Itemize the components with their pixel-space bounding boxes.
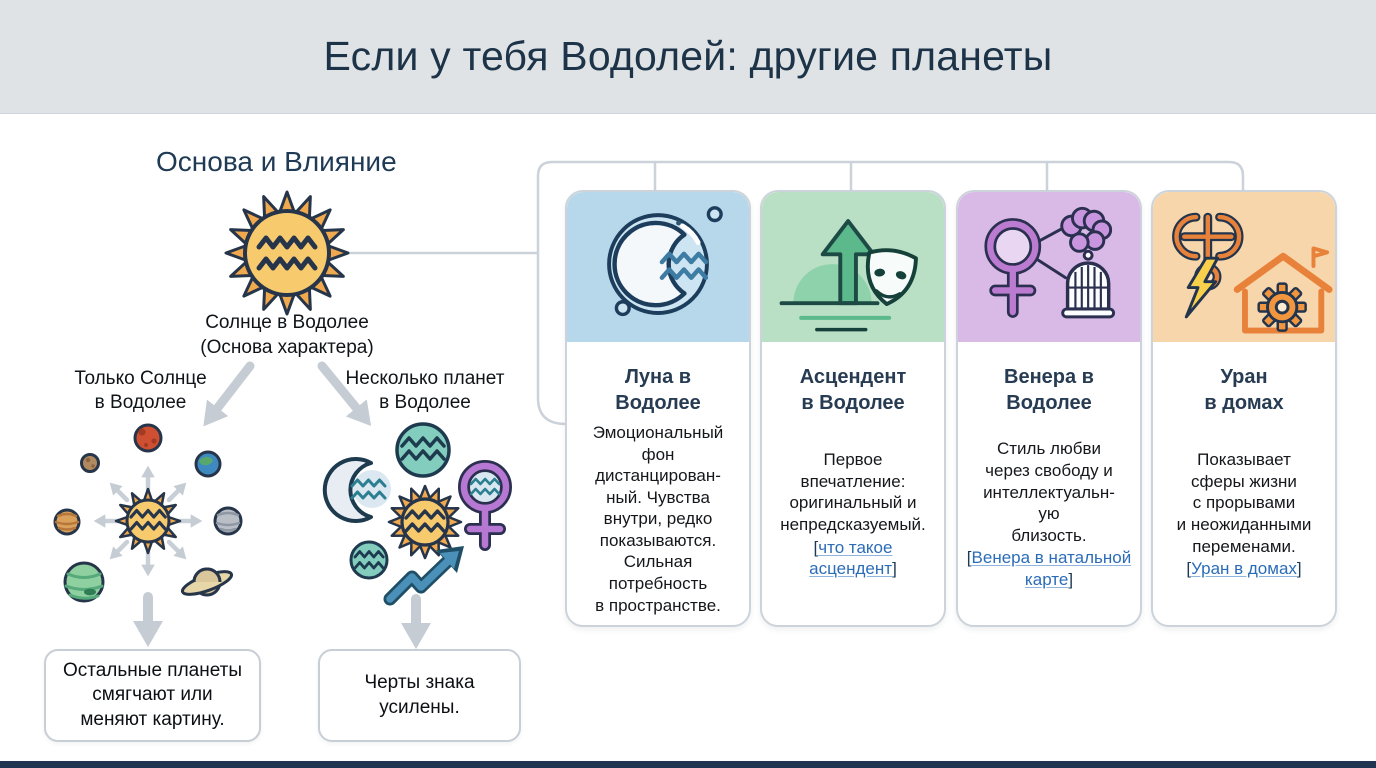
venus-aquarius-icon [458, 460, 512, 551]
radial-arrows [93, 465, 203, 577]
card-title: Асцендент в Водолее [799, 366, 907, 414]
bracket-close: ] [1068, 569, 1074, 589]
card-body: Эмоциональный фон дистанцирован- ный. Чу… [567, 416, 749, 625]
result-box-left-text: Остальные планеты смягчают или меняют ка… [62, 660, 243, 730]
bracket-open: [ [966, 548, 972, 568]
card-link-row: [что такое асцендент] [770, 537, 936, 580]
card-venus-header [958, 192, 1140, 342]
growth-arrow-icon [383, 546, 464, 606]
card-title: Луна в Водолее [615, 366, 701, 414]
card-uranus: Уран в домах Показывает сферы жизни с пр… [1151, 190, 1337, 627]
bracket-close: ] [892, 559, 897, 579]
gear-icon [1257, 282, 1307, 332]
cage-icon [1061, 249, 1116, 319]
card-body-text: Показывает сферы жизни с прорывами и нео… [1176, 450, 1312, 556]
earth-planet [194, 450, 222, 478]
moon-aquarius-icon [607, 206, 723, 317]
card-moon: Луна в Водолее Эмоциональный фон дистанц… [565, 190, 751, 627]
sun-aquarius-mid-icon [387, 484, 463, 560]
card-body-text: Эмоциональный фон дистанцирован- ный. Чу… [592, 423, 724, 615]
header-bar: Если у тебя Водолей: другие планеты [0, 0, 1376, 114]
card-venus: Венера в Водолее Стиль любви через свобо… [956, 190, 1142, 627]
gray-moon-planet [213, 506, 243, 536]
card-body: Первое впечатление: оригинальный и непре… [762, 416, 944, 625]
card-link-row: [Уран в домах] [1186, 558, 1301, 580]
solo-sun-illustration [53, 423, 243, 647]
saturn-planet [180, 567, 234, 597]
sun-aquarius-icon [224, 190, 350, 316]
card-body-text: Стиль любви через свободу и интеллектуал… [983, 439, 1115, 545]
page-title: Если у тебя Водолей: другие планеты [323, 33, 1053, 79]
card-moon-header [567, 192, 749, 342]
result-box-left: Остальные планеты смягчают или меняют ка… [44, 649, 261, 742]
ascendant-info-link[interactable]: что такое асцендент [809, 537, 893, 579]
card-ascendant: Асцендент в Водолее Первое впечатление: … [760, 190, 946, 627]
mini-sun-aquarius-icon [114, 487, 182, 555]
uranus-houses-link[interactable]: Уран в домах [1191, 559, 1297, 579]
card-body: Показывает сферы жизни с прорывами и нео… [1153, 416, 1335, 625]
card-title: Венера в Водолее [1004, 366, 1094, 414]
mercury-planet [80, 453, 100, 473]
aquarius-circle-small-icon [349, 540, 389, 580]
result-box-right-text: Черты знака усилены. [364, 672, 475, 718]
uranus-lightning-house-icon [1172, 212, 1333, 334]
result-box-right: Черты знака усилены. [318, 649, 521, 742]
card-uranus-header [1153, 192, 1335, 342]
card-link-row: [Венера в натальной карте] [966, 547, 1132, 590]
venus-brain-cage-icon [984, 206, 1116, 319]
ascendant-arrow-mask-icon [779, 219, 918, 332]
branch-right-label: Несколько планет в Водолее [345, 368, 505, 414]
branch-left-label: Только Солнце в Водолее [74, 368, 207, 414]
sun-caption: Солнце в Водолее (Основа характера) [200, 312, 374, 358]
bracket-close: ] [1296, 559, 1302, 579]
card-body: Стиль любви через свободу и интеллектуал… [958, 416, 1140, 625]
mars-planet [133, 423, 163, 453]
brain-icon [1060, 206, 1113, 253]
bracket-open: [ [1186, 559, 1192, 579]
aquarius-circle-icon [395, 422, 451, 478]
striped-planet [53, 508, 81, 536]
moon-aquarius-mini-icon [322, 457, 391, 523]
venus-natal-chart-link[interactable]: Венера в натальной карте [971, 548, 1132, 589]
card-body-text: Первое впечатление: оригинальный и непре… [780, 450, 926, 534]
multi-planet-illustration [322, 422, 512, 649]
card-ascendant-header [762, 192, 944, 342]
footer-bar [0, 761, 1376, 768]
jupiter-planet [63, 561, 105, 603]
card-title: Уран в домах [1204, 366, 1284, 414]
bracket-open: [ [813, 537, 819, 557]
section-heading: Основа и Влияние [156, 146, 397, 177]
